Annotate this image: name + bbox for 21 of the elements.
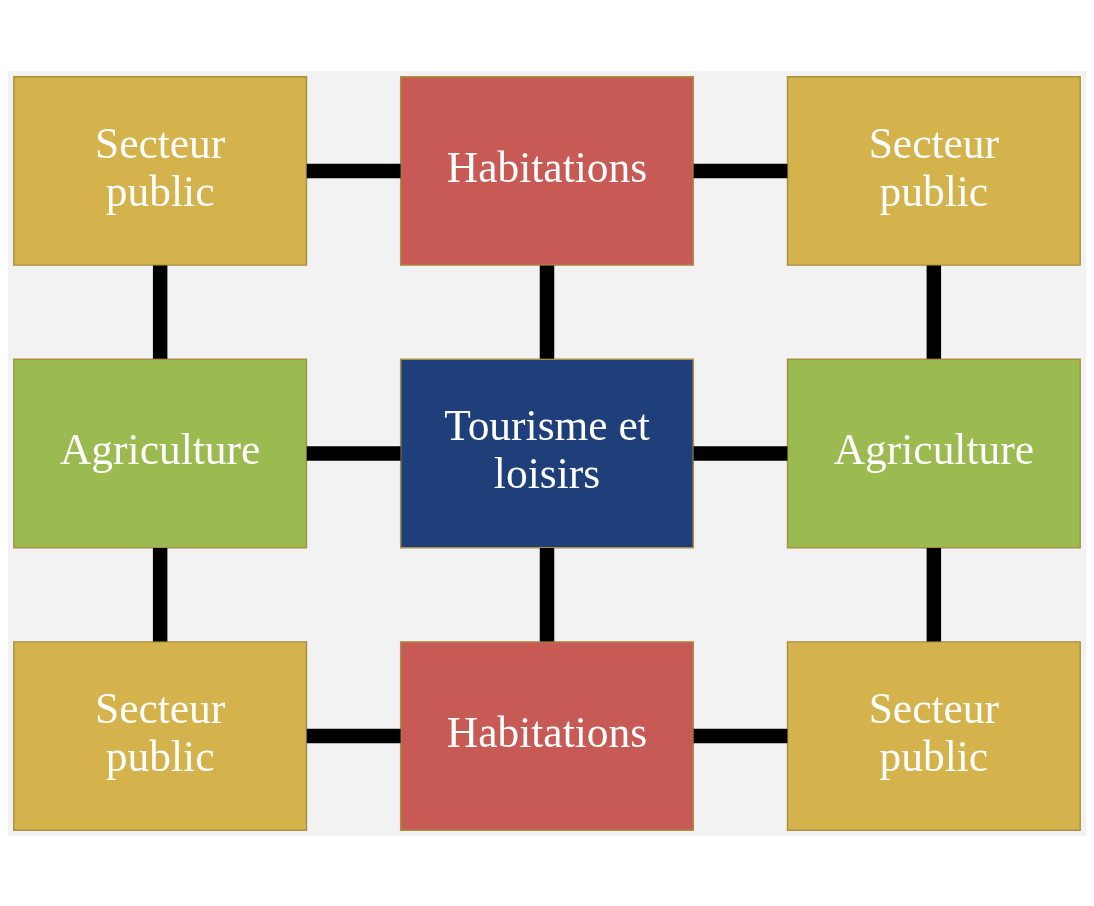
connector: [926, 547, 942, 641]
connector: [693, 445, 788, 461]
node-box: Agriculture: [13, 358, 308, 548]
connector: [152, 265, 168, 359]
connector: [539, 265, 555, 359]
connector: [693, 163, 788, 178]
node-box: Tourisme et loisirs: [399, 358, 695, 548]
node-box: Habitations: [399, 75, 695, 266]
connector: [926, 265, 942, 359]
connector: [306, 163, 401, 178]
node-box: Secteur public: [786, 75, 1081, 266]
connector: [306, 445, 401, 461]
node-box: Secteur public: [13, 640, 308, 831]
connector: [152, 547, 168, 641]
node-box: Secteur public: [786, 640, 1081, 831]
connector: [693, 728, 788, 743]
connector: [539, 547, 555, 641]
connector: [306, 728, 401, 743]
node-box: Secteur public: [13, 75, 308, 266]
node-box: Agriculture: [786, 358, 1081, 548]
node-box: Habitations: [399, 640, 695, 831]
